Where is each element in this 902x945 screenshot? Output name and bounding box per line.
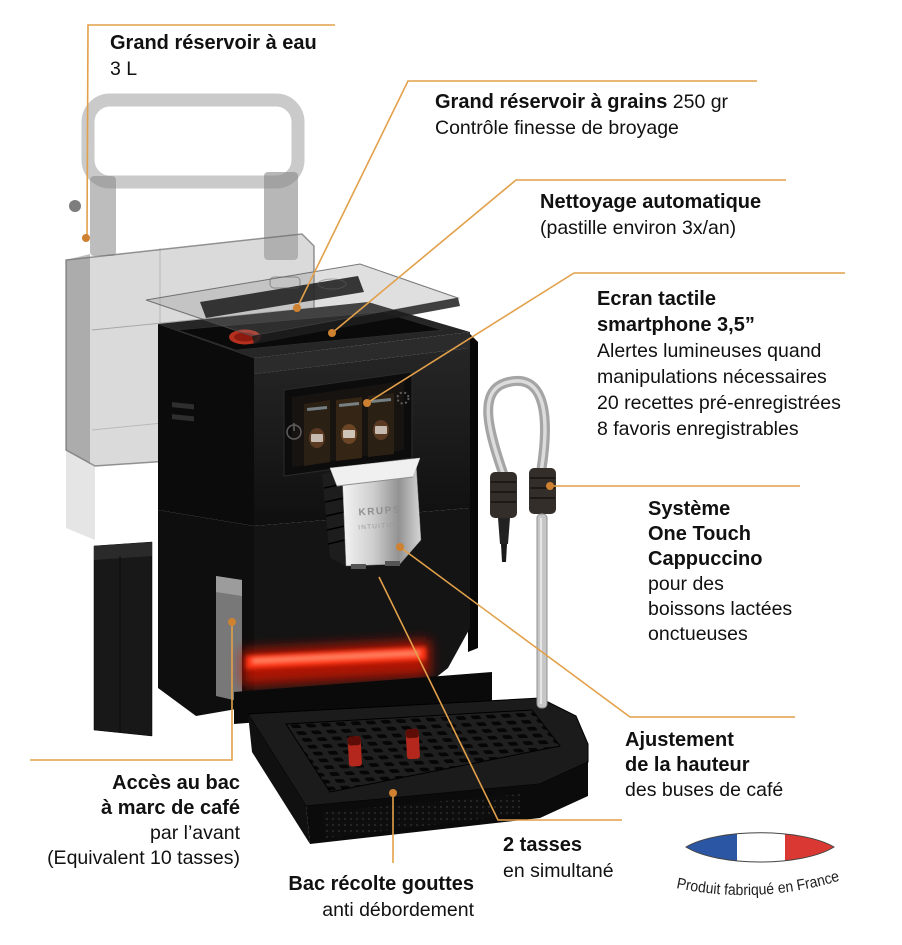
callout-title: Grand réservoir à grains — [435, 91, 668, 113]
callout-title: Accès au bac — [112, 772, 240, 794]
callout-line-height-adjust — [399, 546, 795, 718]
touchscreen — [283, 371, 413, 477]
brand-text: KRUPS — [358, 505, 401, 519]
callout-title: Bac récolte gouttes — [288, 873, 474, 895]
callout-detail: 20 recettes pré-enregistrées — [597, 392, 841, 414]
flag-logo: Produit fabriqué en France — [675, 832, 841, 899]
model-text: INTUITION — [358, 522, 402, 532]
callout-line-grounds-access — [30, 622, 233, 761]
hose-tip — [498, 518, 510, 544]
callout-auto-clean: Nettoyage automatique (pastille environ … — [540, 189, 761, 241]
tank-lower — [66, 450, 95, 540]
machine-left-face — [158, 324, 254, 526]
vent — [172, 414, 194, 422]
callout-title: Cappuccino — [648, 548, 763, 570]
spout-nozzle — [385, 561, 400, 582]
cup-glyph — [375, 426, 387, 434]
callout-title: Ajustement — [625, 729, 734, 751]
callout-detail: (Equivalent 10 tasses) — [47, 847, 240, 869]
callout-dots — [82, 234, 554, 797]
drip-tray-grid — [285, 709, 561, 793]
callout-title: de la hauteur — [625, 754, 750, 776]
callout-dot-grounds-access — [228, 618, 236, 626]
callout-detail: en simultané — [503, 860, 614, 882]
callout-detail: 8 favoris enregistrables — [597, 418, 799, 440]
callout-line-bean-hopper — [296, 80, 757, 309]
callout-detail: par l’avant — [150, 822, 240, 844]
callout-bean-hopper: Grand réservoir à grains 250 gr Contrôle… — [435, 89, 728, 141]
flag-stripe-blue — [686, 832, 737, 862]
callout-detail: boissons lactées — [648, 598, 793, 620]
callout-line-auto-clean — [331, 179, 786, 334]
gear-icon — [396, 391, 410, 405]
callout-detail: pour des — [648, 573, 724, 595]
callout-title: 2 tasses — [503, 834, 582, 856]
callout-lines — [30, 24, 845, 863]
callout-detail: manipulations nécessaires — [597, 366, 827, 388]
callout-title: Nettoyage automatique — [540, 191, 762, 213]
callout-dot-bean-hopper — [293, 304, 301, 312]
callout-detail: (pastille environ 3x/an) — [540, 217, 737, 239]
callout-title: à marc de café — [101, 797, 240, 819]
tank-hinge-pin — [69, 200, 81, 212]
callout-title: Grand réservoir à eau — [110, 32, 317, 54]
callout-detail: des buses de café — [625, 779, 784, 801]
callout-detail: anti débordement — [322, 899, 474, 921]
callout-title: Système — [648, 498, 731, 520]
led-strip — [242, 640, 430, 686]
spout-nozzle — [351, 564, 366, 585]
callout-touchscreen: Ecran tactile smartphone 3,5” Alertes lu… — [597, 286, 841, 442]
callout-line-water-tank — [86, 24, 335, 238]
drip-tray — [234, 672, 589, 844]
flag-caption: Produit fabriqué en France — [675, 868, 841, 899]
callout-dot-one-touch — [546, 482, 554, 490]
callout-dot-auto-clean — [328, 329, 336, 337]
callout-two-cups: 2 tasses en simultané — [503, 832, 614, 884]
flag-stripe-red — [785, 832, 834, 862]
callout-dot-height-adjust — [396, 543, 404, 551]
callout-dot-drip-tray — [389, 789, 397, 797]
callout-title: smartphone 3,5” — [597, 314, 755, 336]
callout-title: One Touch — [648, 523, 751, 545]
callout-title-suffix: 250 gr — [672, 91, 729, 113]
callout-drip-tray: Bac récolte gouttes anti débordement — [220, 871, 474, 923]
callout-line-two-cups — [378, 576, 622, 821]
hose-connector — [490, 472, 517, 518]
callout-detail: onctueuses — [648, 623, 748, 645]
callout-detail: 3 L — [110, 58, 138, 80]
callout-grounds-access: Accès au bac à marc de café par l’avant … — [20, 771, 240, 871]
callout-detail: Alertes lumineuses quand — [597, 340, 822, 362]
callout-title: Ecran tactile — [597, 288, 716, 310]
hose-connector — [529, 468, 556, 514]
tank-left-face — [66, 254, 90, 464]
callout-line-touchscreen — [366, 272, 845, 404]
callout-detail: Contrôle finesse de broyage — [435, 117, 679, 139]
tank-hinge-left — [90, 176, 116, 256]
callout-one-touch: Système One Touch Cappuccino pour des bo… — [648, 497, 792, 647]
grounds-window — [216, 576, 242, 702]
tank-handle — [81, 93, 305, 189]
vent — [172, 402, 194, 410]
steam-hose — [483, 376, 556, 709]
cup-glyph — [343, 430, 355, 438]
callout-dot-water-tank — [82, 234, 90, 242]
flag-stripe-white — [737, 832, 785, 862]
coffee-spout: KRUPS INTUITION — [322, 457, 422, 585]
krups-logo-oval-inner — [234, 332, 256, 342]
callout-height-adjust: Ajustement de la hauteur des buses de ca… — [625, 728, 783, 803]
bean-hopper-lid — [145, 263, 460, 344]
callout-water-tank: Grand réservoir à eau 3 L — [110, 30, 317, 82]
side-container — [93, 541, 153, 737]
callout-dot-touchscreen — [363, 399, 371, 407]
cup-glyph — [311, 434, 323, 442]
